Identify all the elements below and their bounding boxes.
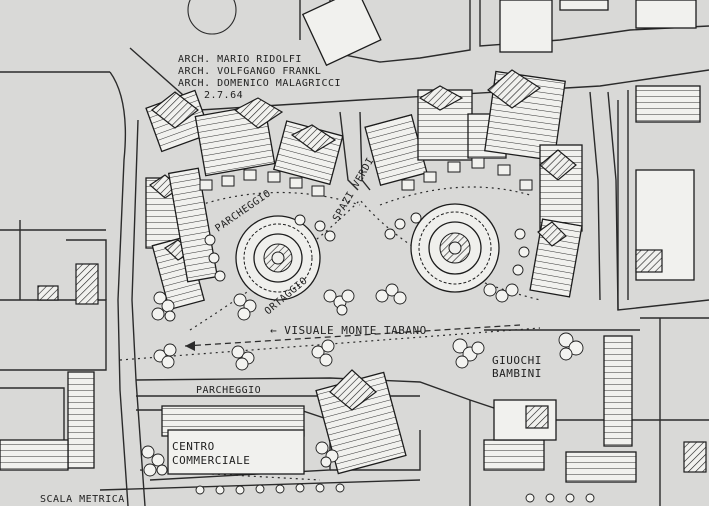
credit-line-3: ARCH. DOMENICO MALAGRICCI (178, 78, 341, 89)
label-parcheggio-bottom: PARCHEGGIO (196, 385, 261, 396)
label-centro: CENTRO (172, 440, 215, 453)
label-visuale: ← VISUALE MONTE TABANO (270, 324, 427, 337)
row-houses-ring (199, 157, 533, 197)
label-giuochi: GIUOCHI (492, 354, 542, 367)
label-scala-metrica: SCALA METRICA (40, 494, 125, 505)
label-commerciale: COMMERCIALE (172, 454, 250, 467)
trees (141, 212, 595, 503)
residential-block-left (145, 89, 344, 311)
label-bambini: BAMBINI (492, 367, 542, 380)
buildings-bottom (0, 263, 707, 483)
circular-court-left (235, 215, 321, 301)
residential-block-right (364, 69, 583, 298)
credit-date: 2.7.64 (204, 90, 243, 101)
credit-line-1: ARCH. MARIO RIDOLFI (178, 54, 302, 65)
circular-court-right (410, 203, 500, 293)
buildings-top (187, 0, 701, 281)
credit-line-2: ARCH. VOLFGANGO FRANKL (178, 66, 321, 77)
view-axis-arrow (184, 324, 521, 351)
